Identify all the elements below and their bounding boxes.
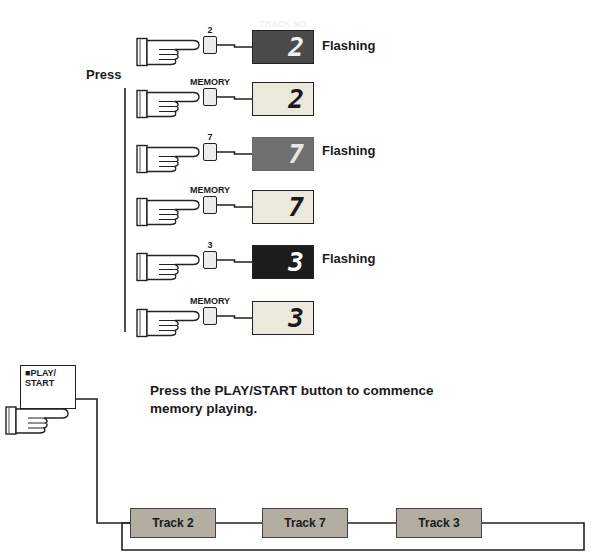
push-button: 2 xyxy=(203,36,217,54)
track-box: Track 2 xyxy=(130,508,216,538)
instruction-text: Press the PLAY/START button to commence … xyxy=(150,382,460,418)
pointing-hand xyxy=(137,254,199,281)
connector-line xyxy=(217,97,252,99)
button-label: 7 xyxy=(207,133,212,142)
display-heading: TRACK NO xyxy=(253,20,313,29)
push-button: MEMORY xyxy=(203,196,217,214)
track-number: 7 xyxy=(288,194,304,220)
button-label: MEMORY xyxy=(190,297,230,306)
track-name: Track 7 xyxy=(284,516,325,530)
connector-line xyxy=(217,152,252,154)
instruction-label: Press xyxy=(86,67,121,82)
connector-line xyxy=(76,399,130,523)
connector-line xyxy=(348,522,396,524)
track-number: 3 xyxy=(288,305,304,331)
status-label: Flashing xyxy=(322,143,375,158)
track-name: Track 2 xyxy=(152,516,193,530)
track-number: 7 xyxy=(288,141,304,167)
button-label: 3 xyxy=(207,241,212,250)
track-number: 2 xyxy=(288,86,304,112)
track-display: 7 xyxy=(252,190,314,224)
pointing-hand xyxy=(137,91,199,118)
track-number: 2 xyxy=(288,34,304,60)
status-label: Flashing xyxy=(322,251,375,266)
pointing-hand xyxy=(6,407,68,434)
button-label: MEMORY xyxy=(190,78,230,87)
pointing-hand xyxy=(137,310,199,337)
track-display: TRACK NO2 xyxy=(252,30,314,64)
push-button: MEMORY xyxy=(203,88,217,106)
button-label: MEMORY xyxy=(190,186,230,195)
track-display: 2 xyxy=(252,82,314,116)
pointing-hand xyxy=(137,39,199,66)
track-display: 3 xyxy=(252,245,314,279)
connector-line xyxy=(217,260,252,262)
status-label: Flashing xyxy=(322,38,375,53)
track-box: Track 3 xyxy=(396,508,482,538)
track-box: Track 7 xyxy=(262,508,348,538)
track-name: Track 3 xyxy=(418,516,459,530)
pointing-hand xyxy=(137,146,199,173)
push-button: 3 xyxy=(203,251,217,269)
track-display: 7 xyxy=(252,137,314,171)
pointing-hand xyxy=(137,199,199,226)
button-label: ■PLAY/ START xyxy=(25,369,71,389)
push-button: 7 xyxy=(203,143,217,161)
press-sequence-line xyxy=(124,88,126,332)
button-label: 2 xyxy=(207,26,212,35)
connector-line xyxy=(217,205,252,207)
track-number: 3 xyxy=(288,249,304,275)
track-display: 3 xyxy=(252,301,314,335)
connector-line xyxy=(217,45,252,47)
connector-line xyxy=(216,522,262,524)
push-button: MEMORY xyxy=(203,307,217,325)
connector-line xyxy=(217,316,252,318)
play-start-button: ■PLAY/ START xyxy=(20,365,76,409)
